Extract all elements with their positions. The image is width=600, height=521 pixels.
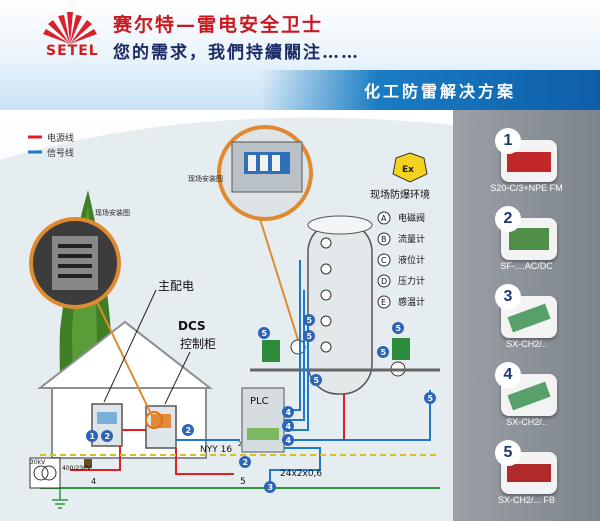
signal-cable-label: 24x2x0,6 xyxy=(280,469,322,479)
product-1-number: 1 xyxy=(495,128,521,154)
transformer-icon xyxy=(29,457,61,489)
svg-text:5: 5 xyxy=(396,324,402,333)
explosion-hazard-icon: Ex xyxy=(392,152,428,183)
product-4-number: 4 xyxy=(495,362,521,388)
svg-text:A: A xyxy=(381,214,387,223)
transformer-hv-label: 30kV xyxy=(30,459,46,466)
instrument-legend: A 电磁阀 B 流量计 C 液位计 D 压力计 E 感温计 xyxy=(377,211,425,309)
product-3-number: 3 xyxy=(495,284,521,310)
ground-number: 4 xyxy=(91,477,96,486)
svg-text:5: 5 xyxy=(314,376,320,385)
dcs-label-line1: DCS xyxy=(178,319,206,333)
product-4-label: SX-CH2/.. xyxy=(506,417,547,427)
svg-text:2: 2 xyxy=(243,458,249,467)
main-power-label: 主配电 xyxy=(158,279,194,293)
ground-bar xyxy=(40,454,440,509)
svg-text:电磁阀: 电磁阀 xyxy=(398,212,425,224)
svg-text:5: 5 xyxy=(428,394,434,403)
product-2-image xyxy=(501,218,557,260)
protector-badges: 1 2 2 4 4 4 2 3 5 5 5 5 5 5 5 xyxy=(86,314,436,493)
tank-level-gauges xyxy=(320,237,332,353)
svg-text:1: 1 xyxy=(90,432,96,441)
product-card-5[interactable]: 5 SX-CH2/... FB xyxy=(453,438,600,516)
install-photo-left xyxy=(29,217,155,421)
product-5-number: 5 xyxy=(495,440,521,466)
svg-text:4: 4 xyxy=(286,436,292,445)
brand-name: SETEL xyxy=(46,43,99,59)
svg-text:5: 5 xyxy=(307,316,313,325)
power-cable-sup: 2 xyxy=(238,441,242,448)
svg-text:3: 3 xyxy=(268,483,274,492)
transformer-lv-label: 400/230V xyxy=(62,465,92,472)
svg-text:E: E xyxy=(381,298,386,307)
product-5-label: SX-CH2/... FB xyxy=(497,495,555,505)
svg-text:4: 4 xyxy=(286,422,292,431)
legend-power-label: 电源线 xyxy=(47,132,74,144)
product-2-label: SF-....AC/DC xyxy=(500,261,553,271)
power-cable-label: NYY 16 xyxy=(200,445,232,455)
plc-unit xyxy=(241,387,285,453)
product-card-3[interactable]: 3 SX-CH2/.. xyxy=(453,282,600,360)
plc-label: PLC xyxy=(250,396,269,407)
svg-text:2: 2 xyxy=(105,432,111,441)
product-1-label: S20-C/3+NPE FM xyxy=(490,183,563,193)
product-sidebar: 1 S20-C/3+NPE FM 2 SF-....AC/DC 3 SX-CH2… xyxy=(453,110,600,521)
dcs-cabinet xyxy=(145,405,177,449)
svg-text:4: 4 xyxy=(286,408,292,417)
photo-caption-left: 现场安装图 xyxy=(95,208,130,217)
solenoid-valve-left xyxy=(262,339,306,362)
page-title: 化工防雷解决方案 xyxy=(364,82,517,101)
svg-text:Ex: Ex xyxy=(402,165,414,175)
svg-text:感温计: 感温计 xyxy=(398,296,425,308)
svg-text:液位计: 液位计 xyxy=(398,254,425,266)
product-2-number: 2 xyxy=(495,206,521,232)
svg-text:C: C xyxy=(381,256,387,265)
svg-text:B: B xyxy=(381,235,387,244)
storage-tank xyxy=(307,215,373,395)
diagram-panel: 电源线 信号线 xyxy=(0,110,453,521)
svg-text:流量计: 流量计 xyxy=(398,233,425,245)
product-card-1[interactable]: 1 S20-C/3+NPE FM xyxy=(453,126,600,204)
svg-text:压力计: 压力计 xyxy=(398,275,425,287)
product-3-label: SX-CH2/.. xyxy=(506,339,547,349)
wire-number: 5 xyxy=(240,477,246,487)
building xyxy=(37,320,213,459)
photo-caption-top: 现场安装图 xyxy=(188,174,223,183)
protection-diagram: 电源线 信号线 xyxy=(0,117,453,521)
slogan-line-1: 赛尔特—雷电安全卫士 xyxy=(113,14,324,36)
svg-text:5: 5 xyxy=(262,329,268,338)
svg-text:5: 5 xyxy=(381,348,387,357)
slogan-line-2: 您的需求，我們持續關注…… xyxy=(113,43,360,63)
legend-signal-label: 信号线 xyxy=(47,147,74,159)
svg-text:2: 2 xyxy=(186,426,192,435)
product-card-4[interactable]: 4 SX-CH2/.. xyxy=(453,360,600,438)
header-banner: SETEL 赛尔特—雷电安全卫士 您的需求，我們持續關注…… 化工防雷解决方案 xyxy=(0,0,600,110)
hazard-area-label: 现场防爆环境 xyxy=(370,188,430,201)
svg-text:D: D xyxy=(381,277,387,286)
product-card-2[interactable]: 2 SF-....AC/DC xyxy=(453,204,600,282)
title-bar xyxy=(260,70,600,110)
svg-text:5: 5 xyxy=(307,332,313,341)
dcs-label-line2: 控制柜 xyxy=(180,337,216,351)
install-photo-top xyxy=(217,125,313,344)
setel-logo-icon xyxy=(43,12,97,44)
